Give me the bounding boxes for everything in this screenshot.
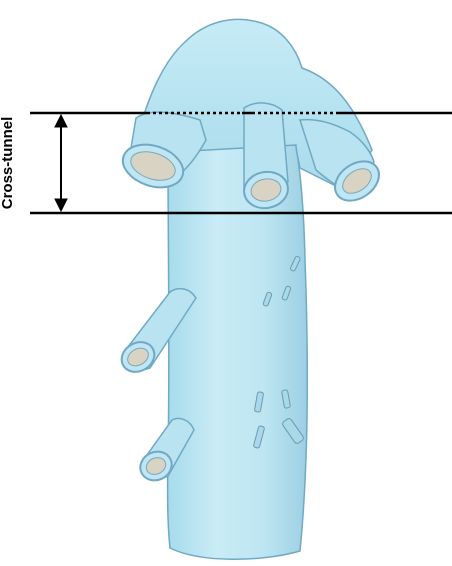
cross-tunnel-label: Cross-tunnel: [0, 88, 18, 238]
vessel-trunk: [168, 145, 308, 559]
double-arrow-icon: [55, 115, 67, 211]
